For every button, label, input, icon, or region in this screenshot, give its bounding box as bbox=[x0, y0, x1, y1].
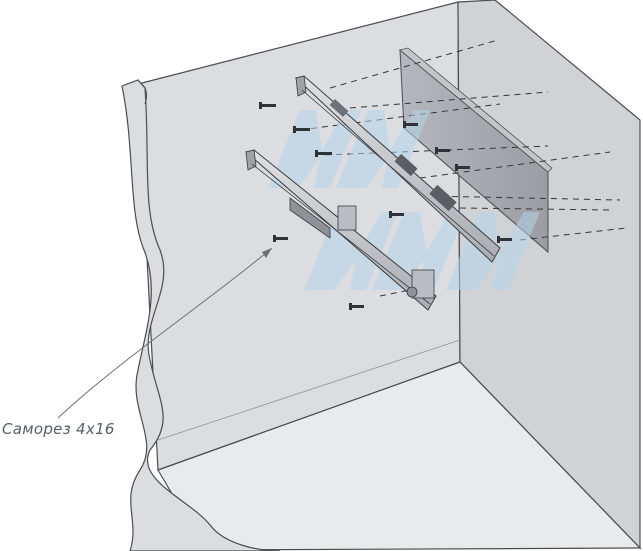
screw-icon bbox=[403, 121, 418, 128]
runner-bracket bbox=[329, 99, 349, 117]
runner-mount-plate bbox=[411, 269, 435, 299]
screw-icon bbox=[293, 126, 310, 133]
screw-icon bbox=[315, 150, 332, 157]
runner-bracket bbox=[429, 184, 457, 212]
runner-roller bbox=[406, 286, 418, 298]
runner-mount-plate bbox=[337, 205, 357, 231]
lower-drawer-runner bbox=[244, 149, 437, 311]
screw-icon bbox=[273, 235, 288, 242]
callout-label: Саморез 4x16 bbox=[2, 420, 115, 438]
screws bbox=[259, 102, 512, 310]
callout-leader-line bbox=[57, 247, 273, 419]
floor-edge-line bbox=[157, 339, 461, 441]
screw-icon bbox=[349, 303, 364, 310]
screw-icon bbox=[435, 147, 450, 154]
runner-bracket bbox=[394, 153, 418, 177]
callout-arrowhead bbox=[262, 248, 272, 258]
wall-top-corner bbox=[137, 79, 148, 105]
screw-icon bbox=[497, 236, 512, 243]
screw-icon bbox=[389, 211, 404, 218]
upper-drawer-runner bbox=[294, 75, 501, 263]
screw-icon bbox=[455, 164, 470, 171]
screw-icon bbox=[259, 102, 276, 109]
cabinet-left-wall-cut bbox=[121, 79, 281, 551]
spacer-panel-edge bbox=[399, 47, 553, 173]
